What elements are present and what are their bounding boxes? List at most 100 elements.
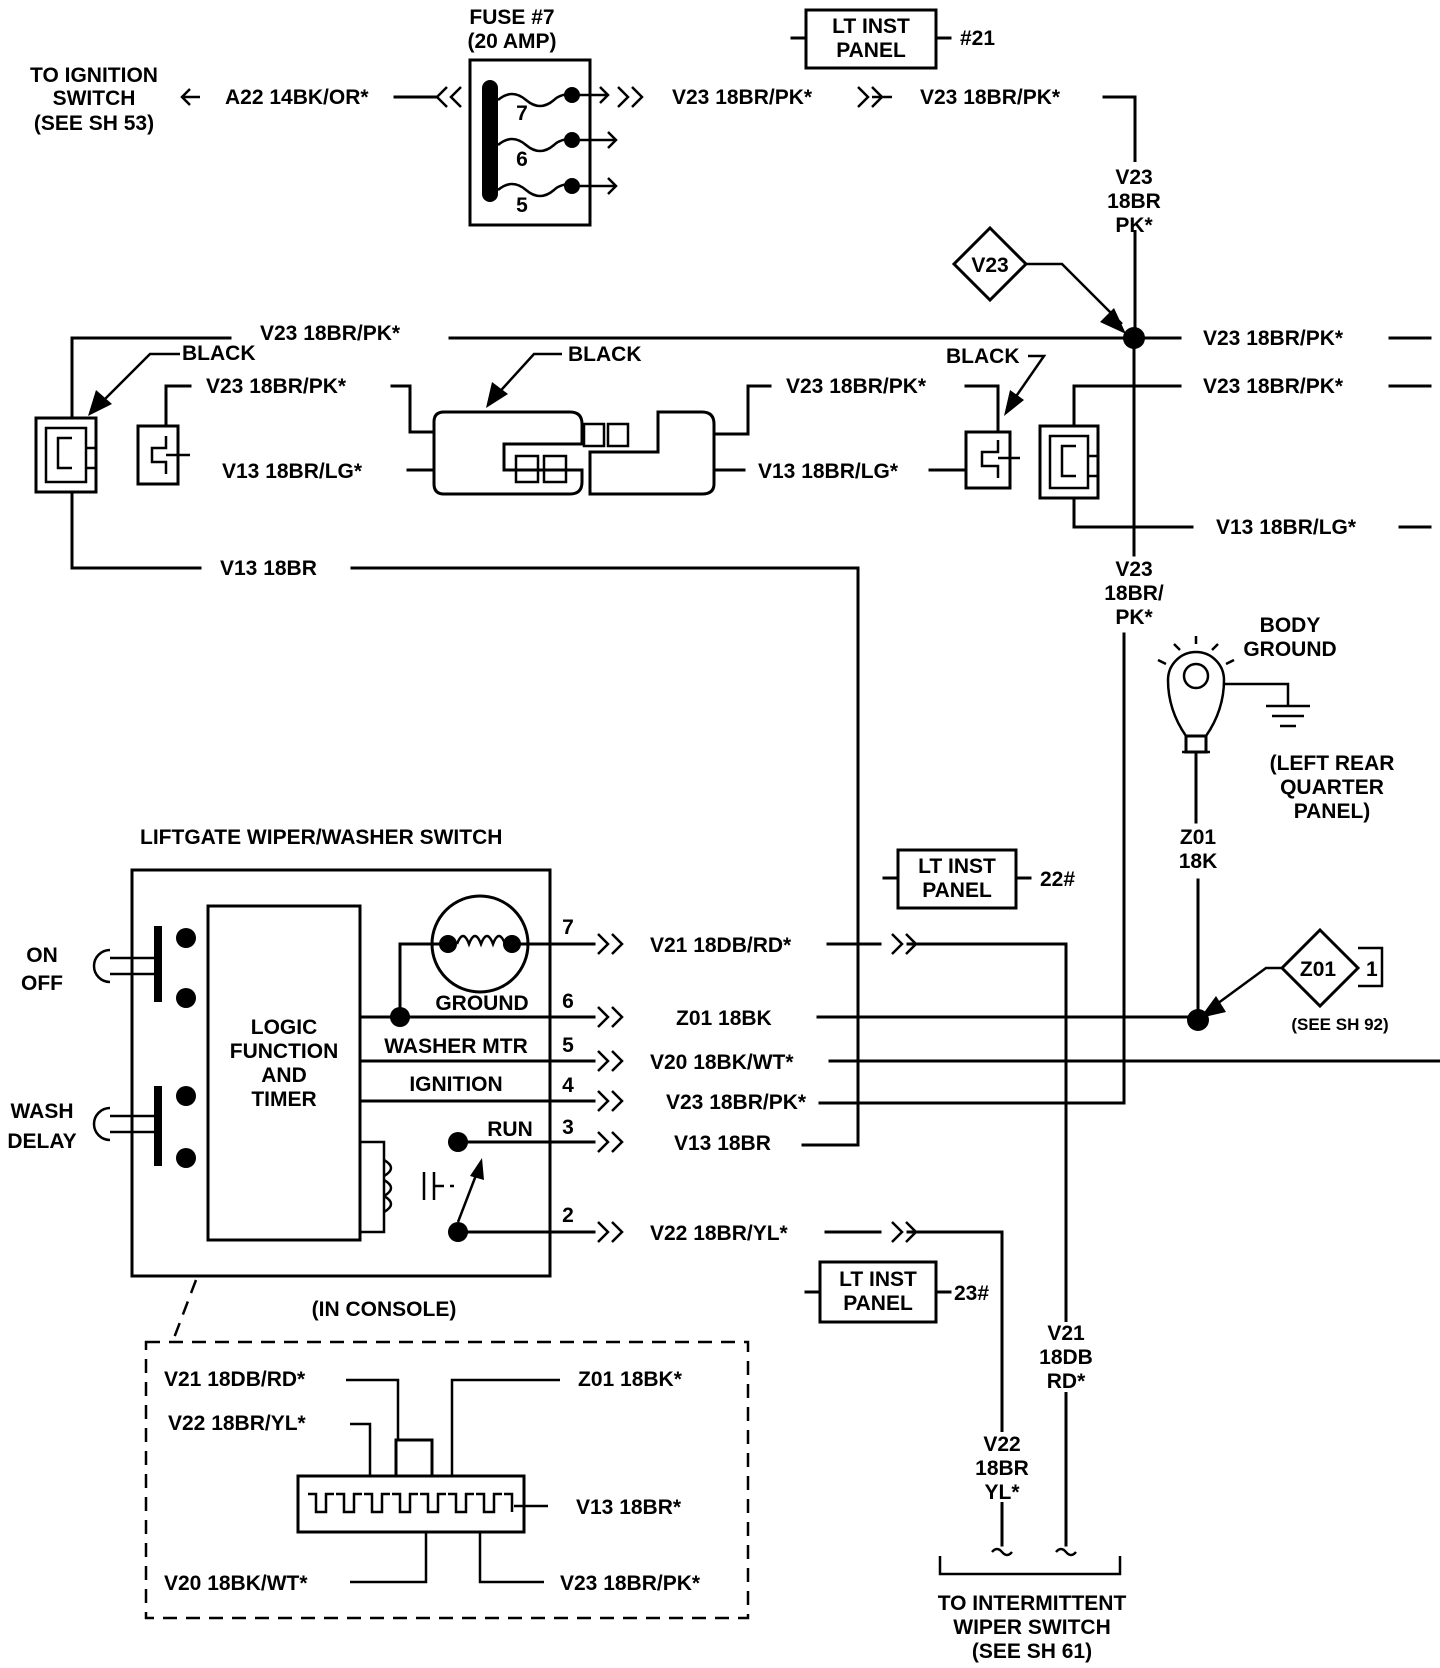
on-off-knob-icon (92, 948, 158, 984)
splice-z01: Z01 1 (SEE SH 92) (1187, 927, 1389, 1034)
wire-v22-vert-line1: V22 (983, 1433, 1020, 1456)
switch-connector-chevrons-icon (597, 933, 624, 1243)
wire-v23-vert2-line2: 18BR/ (1104, 582, 1164, 605)
wire-v21-vert-line1: V21 (1047, 1322, 1085, 1345)
panel-22-ref: 22# (1040, 868, 1075, 891)
switch-ignition-label: IGNITION (409, 1073, 502, 1096)
pinout-v22-leader (350, 1422, 372, 1476)
relay-coil-loop (360, 1140, 386, 1234)
connector-right-large-inner (1048, 434, 1090, 490)
ignition-ref-line3: (SEE SH 53) (34, 112, 154, 135)
logic-line1: LOGIC (251, 1016, 318, 1039)
wire-v22-vert-line2: 18BR (975, 1457, 1029, 1480)
panel-23-ref: 23# (954, 1282, 989, 1305)
fuse-input-connector-icon (435, 86, 462, 108)
splice-z01-diamond (1279, 927, 1361, 1009)
ground-eyelet (1166, 650, 1226, 738)
switch-title: LIFTGATE WIPER/WASHER SWITCH (140, 826, 502, 849)
wire-v23-sw-label: V23 18BR/PK* (666, 1091, 807, 1114)
logic-line4: TIMER (251, 1088, 316, 1111)
connector-small-left-pin (150, 436, 190, 474)
switch-wash-label: WASH (11, 1100, 74, 1123)
splice-z01-node (1187, 1009, 1209, 1031)
pinout-v21-label: V21 18DB/RD* (164, 1368, 306, 1391)
label-mask-v21-vert (1036, 1322, 1096, 1392)
intermittent-line1: TO INTERMITTENT (938, 1592, 1127, 1615)
wire-v23-left-top-label: V23 18BR/PK* (260, 322, 401, 345)
fuse-terminal-5 (564, 178, 580, 194)
splice-z01-leader (1205, 966, 1282, 1014)
switch-run-label: RUN (487, 1118, 533, 1141)
wire-z01-vert-line2: 18K (1179, 850, 1218, 873)
pinout-v20-label: V20 18BK/WT* (164, 1572, 308, 1595)
connector-black-1-leader (95, 352, 180, 409)
switch-pin-3: 3 (562, 1116, 574, 1139)
connector-black-3: BLACK (946, 345, 1047, 490)
switch-off-label: OFF (21, 972, 63, 995)
intermittent-switch-reference: TO INTERMITTENT WIPER SWITCH (SEE SH 61) (938, 1547, 1127, 1663)
wire-v23-center-right (712, 384, 772, 436)
ground-loc2: QUARTER (1280, 776, 1384, 799)
wire-v13-mid-conn-label: V13 18BR/LG* (758, 460, 899, 483)
pinout-connector-latch (394, 1438, 434, 1478)
pinout-v21-leader (346, 1378, 400, 1440)
lt-inst-panel-21: LT INST PANEL #21 (790, 8, 995, 70)
wire-v23-vert2-line3: PK* (1115, 606, 1153, 629)
wire-v13-right-label: V13 18BR/LG* (1216, 516, 1357, 539)
wire-z01-vert-line1: Z01 (1180, 826, 1217, 849)
panel-22-line1: LT INST (918, 855, 996, 878)
wire-v13-left-bottom (70, 490, 202, 570)
splice-v23-arrowhead (1100, 308, 1126, 334)
fuse-element-6 (497, 137, 573, 153)
ground-symbol-icon (1224, 682, 1310, 728)
connector-small-left (136, 424, 190, 486)
wire-v13-left-bottom-label: V13 18BR (220, 557, 317, 580)
wash-delay-knob: WASH DELAY (7, 1086, 162, 1166)
splice-v23-leader (1026, 262, 1123, 325)
wire-v21-vert-line2: 18DB (1039, 1346, 1093, 1369)
label-mask-v23-vert (1110, 162, 1162, 230)
fuse-element-7 (497, 92, 573, 108)
ground-terminal-crimp (1184, 734, 1208, 754)
wire-v23-vert2-line1: V23 (1115, 558, 1152, 581)
wire-v23-top-2-label: V23 18BR/PK* (920, 86, 1061, 109)
switch-on-label: ON (26, 944, 58, 967)
wire-v13-left-conn-label: V13 18BR/LG* (222, 460, 363, 483)
panel-23-box (818, 1260, 938, 1324)
wire-v23-trunk-lower (818, 632, 1126, 1105)
off-contact (176, 988, 196, 1008)
wire-z01-label: Z01 18BK (676, 1007, 772, 1030)
lt-inst-panel-22: LT INST PANEL 22# (882, 848, 1075, 910)
panel-21-line2: PANEL (836, 39, 906, 62)
splice-v23: V23 (951, 225, 1145, 349)
pinout-v23-leader (478, 1532, 544, 1584)
switch-washer-mtr-label: WASHER MTR (384, 1035, 528, 1058)
fuse-terminal-7 (564, 87, 580, 103)
fuse-terminal-6 (564, 132, 580, 148)
ground-line1: BODY (1260, 614, 1321, 637)
wire-v21-vert-line3: RD* (1047, 1370, 1086, 1393)
wire-coil-to-ground (398, 942, 450, 1019)
lt-inst-panel-23: LT INST PANEL 23# (804, 1260, 989, 1324)
ignition-switch-reference: TO IGNITION SWITCH (SEE SH 53) (30, 64, 158, 135)
pinout-z01-leader (450, 1378, 560, 1476)
fuse-7: FUSE #7 (20 AMP) 7 6 5 (467, 6, 618, 227)
fuse-output-arrows (580, 86, 618, 195)
switch-ground-label: GROUND (435, 992, 528, 1015)
delay-contact (176, 1148, 196, 1168)
fuse-pin-7: 7 (516, 102, 528, 125)
logic-line2: FUNCTION (230, 1040, 339, 1063)
splice-z01-arrowhead (1200, 996, 1226, 1018)
wash-delay-bar (154, 1086, 162, 1166)
fuse-pin-6: 6 (516, 148, 528, 171)
panel-23-line2: PANEL (843, 1292, 913, 1315)
on-off-knob: ON OFF (21, 926, 162, 1002)
wire-v23-left-top (70, 336, 232, 447)
pinout-v22-label: V22 18BR/YL* (168, 1412, 307, 1435)
connector-black-3-leader (1006, 354, 1047, 409)
logic-timer-box (206, 904, 362, 1242)
switch-location: (IN CONSOLE) (312, 1298, 457, 1321)
fuse-output-connector-icon (617, 86, 644, 108)
intermittent-line2: WIPER SWITCH (953, 1616, 1111, 1639)
